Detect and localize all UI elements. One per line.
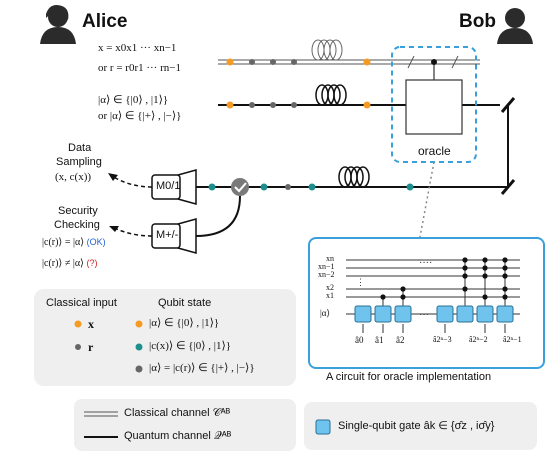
circuit-ellipsis: ···· ··· ⋮ <box>356 258 432 321</box>
legend-classical-header: Classical input <box>46 297 117 309</box>
fail-tag: (?) <box>86 258 98 268</box>
data-sampling-title-2: Sampling <box>56 156 102 168</box>
gate-legend-label: Single-qubit gate âk ∈ {σ̂z , iσ̂y} <box>338 420 495 432</box>
qubit-dot <box>208 183 216 191</box>
oracle-zoom-connector <box>419 161 435 238</box>
legend-qubit-header: Qubit state <box>158 297 212 309</box>
bit-dot <box>249 59 255 65</box>
qubit-dot <box>291 102 297 108</box>
gate-label-a2n-1: â2ⁿ−1 <box>503 335 522 344</box>
svg-text:····: ···· <box>419 258 432 269</box>
qubit-dot <box>226 101 234 109</box>
detector-mpm <box>151 218 197 254</box>
data-sampling-arrow <box>111 175 153 188</box>
channel-legend-panel <box>74 399 296 451</box>
classical-fiber-coil-icon <box>311 39 343 61</box>
svg-text:···: ··· <box>419 310 429 321</box>
quantum-fiber-coil-icon <box>315 84 347 106</box>
bit-dot <box>270 59 276 65</box>
bit-dot <box>291 59 297 65</box>
qubit-dot <box>249 102 255 108</box>
gate-legend-swatch <box>315 419 331 435</box>
legend-state2-dot <box>135 343 143 351</box>
legend-panel <box>34 289 296 386</box>
wire-label-x2: x2 <box>326 283 334 292</box>
legend-state2: |c(x)⟩ ∈ {|0⟩ , |1⟩} <box>149 340 232 352</box>
classical-channel-legend-line <box>84 411 118 417</box>
qubit-dot <box>308 183 316 191</box>
legend-state1: |α⟩ ∈ {|0⟩ , |1⟩} <box>149 317 220 329</box>
gate-label-a2: â2 <box>396 335 405 345</box>
oracle-control-dot <box>431 59 437 65</box>
security-title-1: Security <box>58 205 98 217</box>
circuit-gates <box>354 305 514 323</box>
gate-label-a0: â0 <box>355 335 364 345</box>
bit-dot <box>363 58 371 66</box>
legend-state3: |α⟩ = |c(r)⟩ ∈ {|+⟩ , |−⟩} <box>149 362 255 374</box>
gate-label-a1: â1 <box>375 335 384 345</box>
legend-state1-dot <box>135 320 143 328</box>
wire-label-alpha: |α⟩ <box>320 308 331 318</box>
wire-label-xn-2: xn−2 <box>318 270 335 279</box>
classical-input-r: or r = r0r1 ··· rn−1 <box>98 62 181 74</box>
fail-condition: |c(r)⟩ ≠ |α⟩ (?) <box>42 258 98 269</box>
security-arrow <box>113 227 153 237</box>
legend-r-dot <box>75 344 81 350</box>
quantum-input-x: or |α⟩ ∈ {|+⟩ , |−⟩} <box>98 110 182 122</box>
qubit-dot <box>363 101 371 109</box>
alice-label: Alice <box>82 11 128 32</box>
m01-label: M0/1 <box>156 180 181 192</box>
gate-label-a2n-2: â2ⁿ−2 <box>469 335 488 344</box>
bob-label: Bob <box>459 11 496 32</box>
circuit-wires <box>346 259 520 315</box>
gate-legend-panel <box>304 402 537 450</box>
ok-condition: |c(r)⟩ = |α⟩ (OK) <box>42 237 106 248</box>
classical-channel-line <box>218 59 480 65</box>
circuit-control-dots <box>380 257 508 300</box>
qubit-dot <box>260 183 268 191</box>
bob-avatar-icon <box>497 8 533 44</box>
bit-dot <box>226 58 234 66</box>
legend-x-label: x <box>88 317 94 331</box>
switch-check-icon <box>231 178 249 196</box>
qubit-dot <box>285 184 291 190</box>
legend-x-dot <box>74 320 82 328</box>
wire-label-xn-1: xn−1 <box>318 262 335 271</box>
qubit-dot <box>406 183 414 191</box>
wire-label-x1: x1 <box>326 291 334 300</box>
classical-input-x: x = x0x1 ··· xn−1 <box>98 42 177 54</box>
quantum-input-z: |α⟩ ∈ {|0⟩ , |1⟩} <box>98 94 169 106</box>
mpm-label: M+/- <box>156 229 179 241</box>
alice-avatar-icon <box>40 5 76 44</box>
data-sampling-title-1: Data <box>68 142 92 154</box>
classical-channel-label: Classical channel 𝒞ᴬᴮ <box>124 407 231 419</box>
circuit-gate-arrows <box>362 324 506 333</box>
legend-state3-dot <box>135 365 143 373</box>
oracle-gate-box <box>405 79 463 135</box>
svg-text:⋮: ⋮ <box>356 277 365 287</box>
wire-label-xn: xn <box>326 254 334 263</box>
quantum-channel-label: Quantum channel 𝒬ᴬᴮ <box>124 430 232 442</box>
oracle-circuit-caption: A circuit for oracle implementation <box>326 371 492 383</box>
data-sampling-pair: (x, c(x)) <box>55 171 92 183</box>
qubit-dot <box>270 102 276 108</box>
gate-label-a2n-3: â2ⁿ−3 <box>433 335 452 344</box>
legend-r-label: r <box>88 340 94 354</box>
ok-tag: (OK) <box>86 237 106 247</box>
return-fiber-coil-icon <box>338 166 370 188</box>
oracle-label: oracle <box>418 144 451 158</box>
security-title-2: Checking <box>54 219 100 231</box>
detector-m01 <box>151 169 197 205</box>
